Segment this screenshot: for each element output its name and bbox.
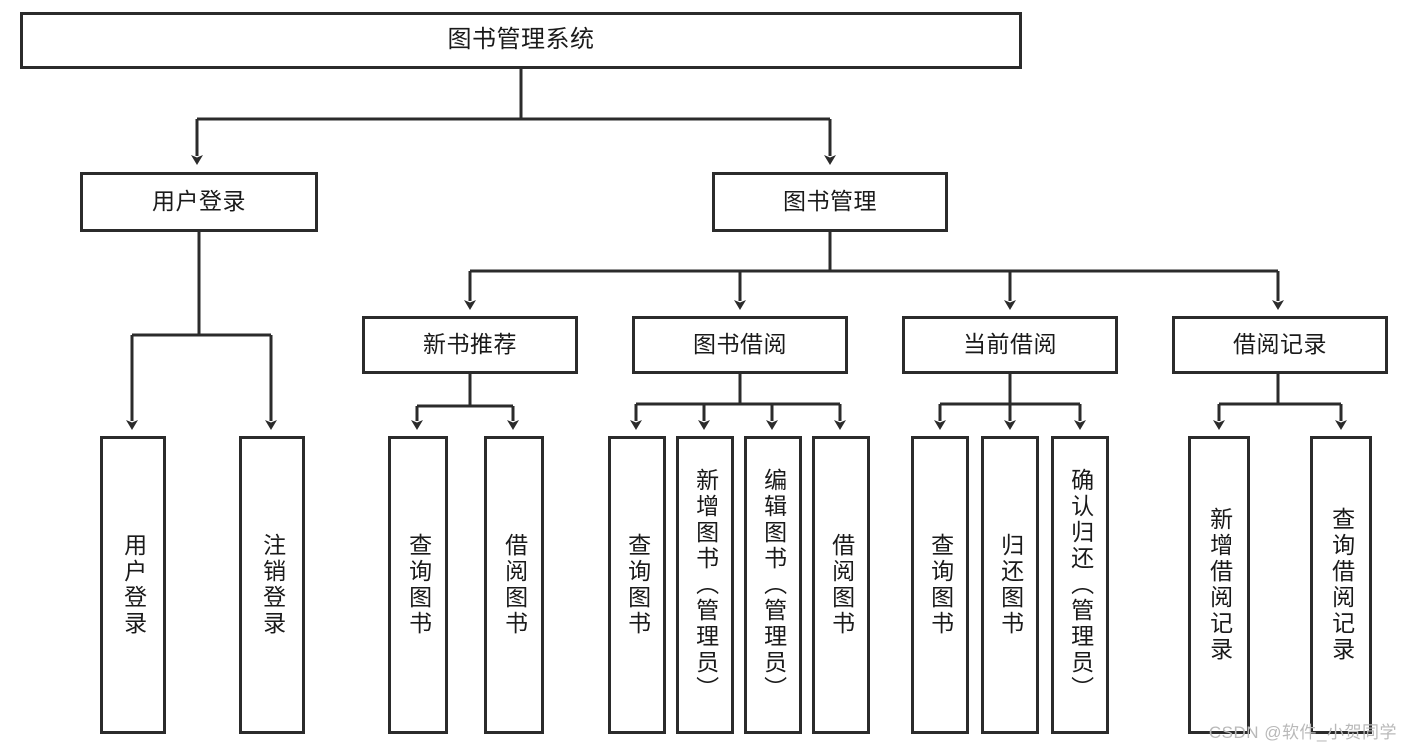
node-book-manage[interactable]: 图书管理 — [712, 172, 948, 232]
node-leaf-query-record[interactable]: 查询借阅记录 — [1310, 436, 1372, 734]
node-leaf-confirm-return-label: 确认归还（管理员） — [1067, 468, 1094, 702]
node-leaf-query-record-label: 查询借阅记录 — [1328, 507, 1355, 663]
node-leaf-query-book-rec-label: 查询图书 — [405, 533, 432, 637]
node-leaf-return-book[interactable]: 归还图书 — [981, 436, 1039, 734]
node-new-book-recommend[interactable]: 新书推荐 — [362, 316, 578, 374]
node-leaf-add-record-label: 新增借阅记录 — [1206, 507, 1233, 663]
node-leaf-edit-book-label: 编辑图书（管理员） — [760, 468, 787, 702]
node-leaf-edit-book[interactable]: 编辑图书（管理员） — [744, 436, 802, 734]
node-leaf-confirm-return[interactable]: 确认归还（管理员） — [1051, 436, 1109, 734]
node-user-login-label: 用户登录 — [152, 188, 246, 215]
node-leaf-query-book-br[interactable]: 查询图书 — [608, 436, 666, 734]
node-leaf-borrow-book-br-label: 借阅图书 — [828, 533, 855, 637]
node-leaf-borrow-book-rec-label: 借阅图书 — [501, 533, 528, 637]
node-root[interactable]: 图书管理系统 — [20, 12, 1022, 69]
node-leaf-user-logout-label: 注销登录 — [259, 533, 286, 637]
node-leaf-add-book[interactable]: 新增图书（管理员） — [676, 436, 734, 734]
node-book-borrow[interactable]: 图书借阅 — [632, 316, 848, 374]
node-current-borrow-label: 当前借阅 — [963, 331, 1057, 358]
node-leaf-query-book-cb-label: 查询图书 — [927, 533, 954, 637]
csdn-watermark: CSDN @软件_小贺同学 — [1208, 723, 1397, 742]
node-leaf-query-book-br-label: 查询图书 — [624, 533, 651, 637]
node-root-label: 图书管理系统 — [447, 26, 595, 54]
node-leaf-borrow-book-rec[interactable]: 借阅图书 — [484, 436, 544, 734]
node-book-borrow-label: 图书借阅 — [693, 331, 787, 358]
node-leaf-return-book-label: 归还图书 — [997, 533, 1024, 637]
node-borrow-record[interactable]: 借阅记录 — [1172, 316, 1388, 374]
node-current-borrow[interactable]: 当前借阅 — [902, 316, 1118, 374]
node-leaf-user-login[interactable]: 用户登录 — [100, 436, 166, 734]
node-leaf-add-record[interactable]: 新增借阅记录 — [1188, 436, 1250, 734]
node-leaf-user-logout[interactable]: 注销登录 — [239, 436, 305, 734]
node-leaf-query-book-cb[interactable]: 查询图书 — [911, 436, 969, 734]
node-leaf-add-book-label: 新增图书（管理员） — [692, 468, 719, 702]
node-new-book-recommend-label: 新书推荐 — [423, 331, 517, 358]
node-leaf-user-login-label: 用户登录 — [120, 533, 147, 637]
node-leaf-query-book-rec[interactable]: 查询图书 — [388, 436, 448, 734]
node-book-manage-label: 图书管理 — [783, 188, 877, 215]
node-borrow-record-label: 借阅记录 — [1233, 331, 1327, 358]
node-leaf-borrow-book-br[interactable]: 借阅图书 — [812, 436, 870, 734]
node-user-login[interactable]: 用户登录 — [80, 172, 318, 232]
